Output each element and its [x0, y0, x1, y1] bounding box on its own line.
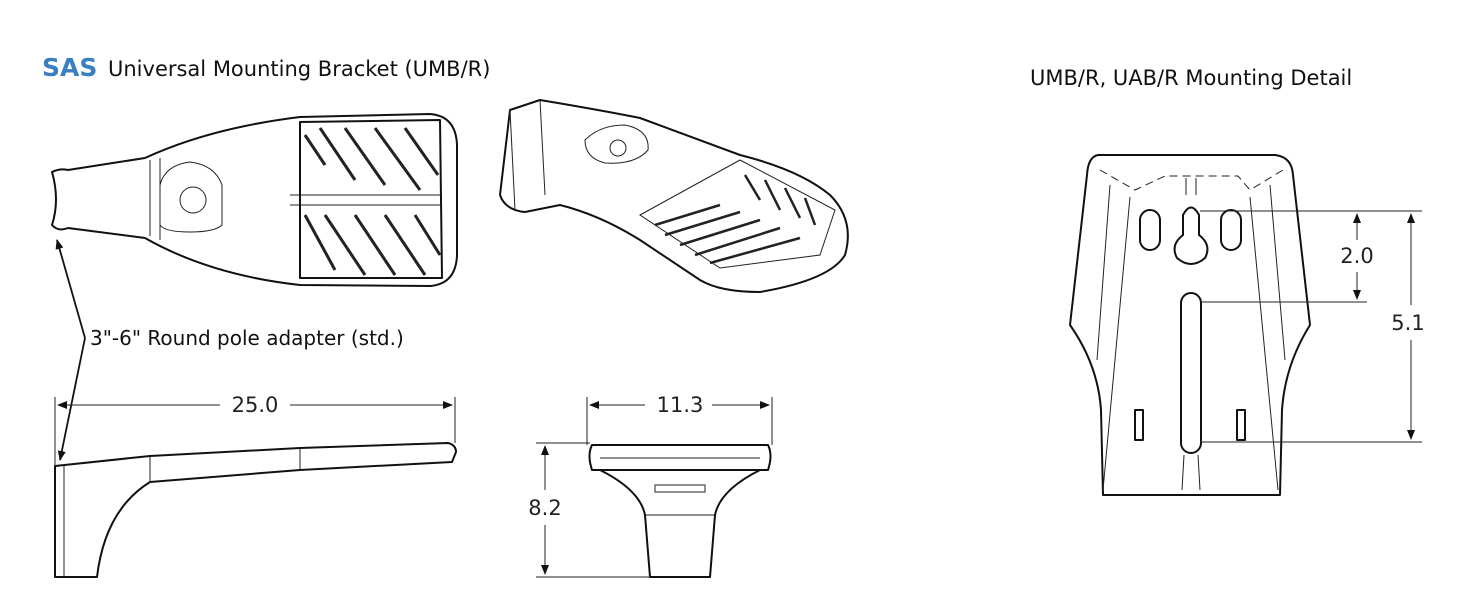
- total-length-dimension: 5.1: [1391, 311, 1424, 335]
- pole-adapter-label: 3"-6" Round pole adapter (std.): [90, 326, 404, 350]
- brand-label: SAS: [42, 53, 97, 82]
- mounting-detail-view: 2.0 5.1: [1069, 154, 1425, 496]
- width-dimension: 11.3: [657, 393, 704, 417]
- length-dimension: 25.0: [232, 393, 279, 417]
- page-title: Universal Mounting Bracket (UMB/R): [108, 57, 490, 81]
- callout-arrow-top: [55, 239, 86, 339]
- bracket-front-view: 11.3 8.2: [528, 393, 773, 578]
- bracket-isometric-view: [499, 99, 849, 293]
- detail-title: UMB/R, UAB/R Mounting Detail: [1030, 66, 1352, 90]
- callout-arrow-bottom: [57, 337, 86, 461]
- bracket-side-view: 25.0: [54, 393, 457, 578]
- hole-spacing-dimension: 2.0: [1340, 244, 1373, 268]
- bracket-top-view: [51, 113, 458, 287]
- height-dimension: 8.2: [528, 496, 561, 520]
